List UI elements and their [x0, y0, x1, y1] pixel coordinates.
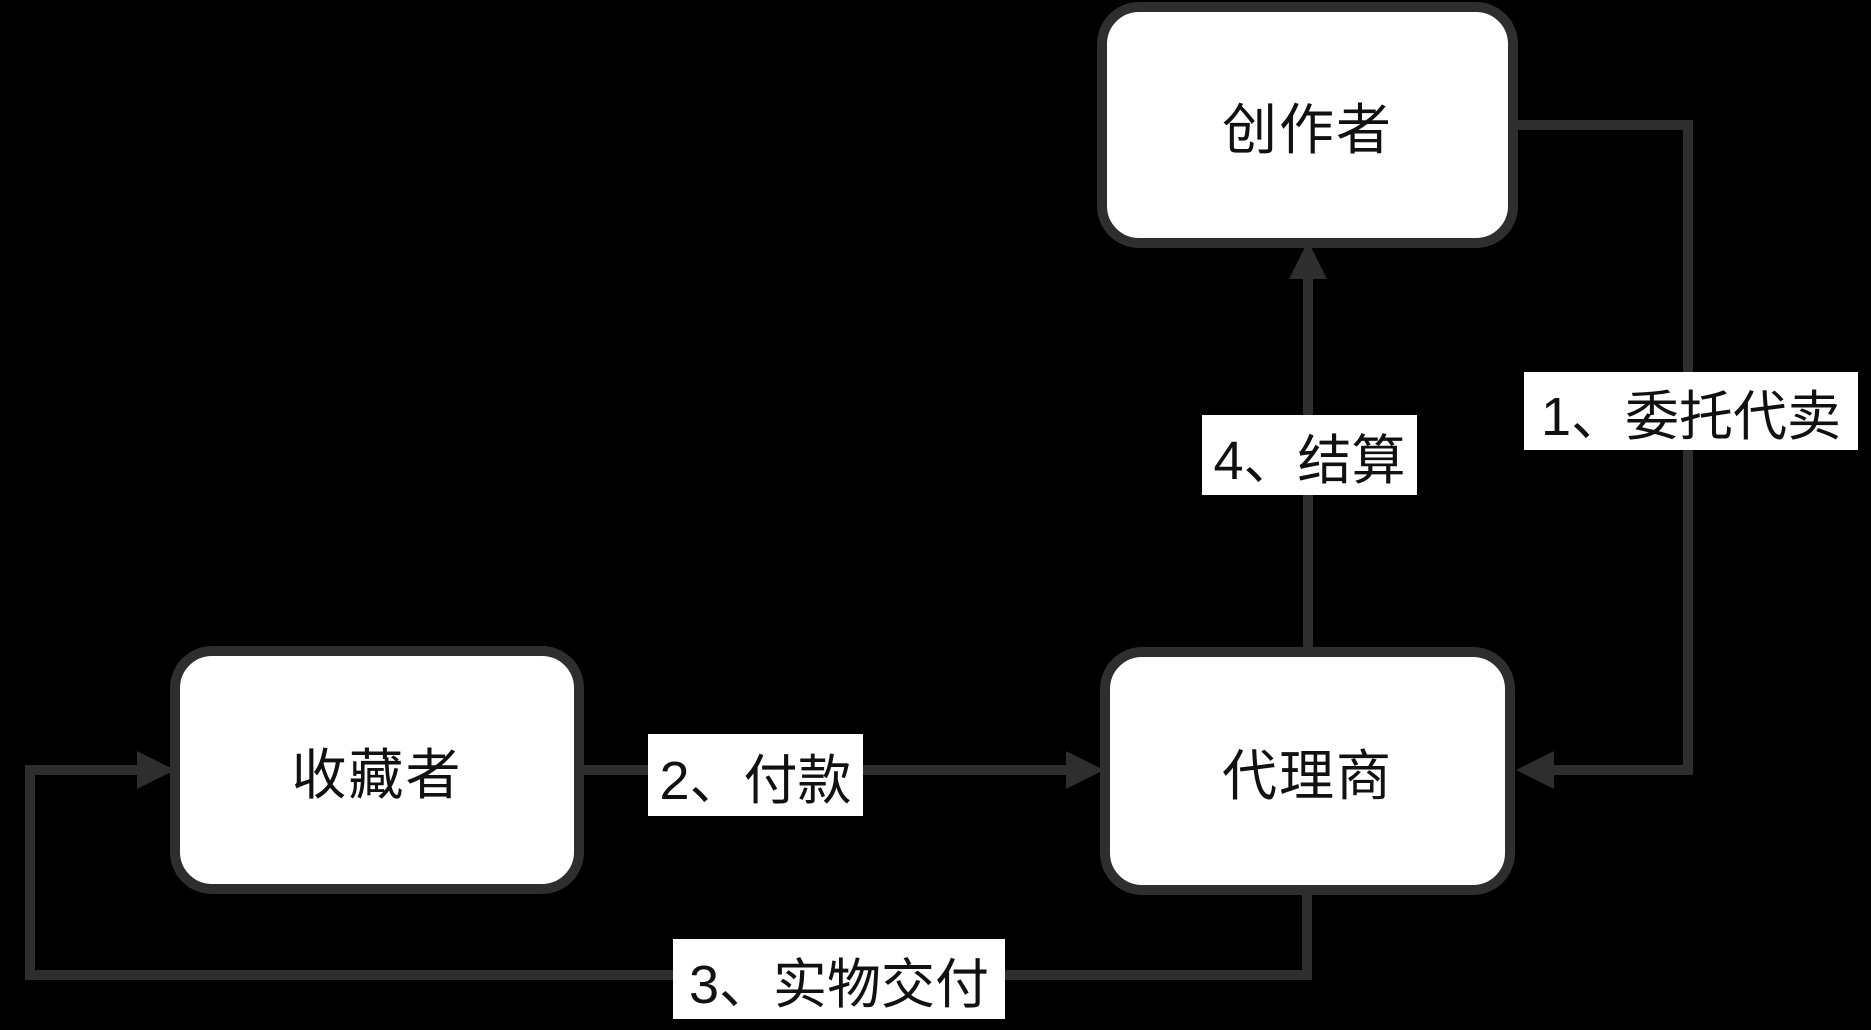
edge-label-payment: 2、付款: [648, 734, 863, 816]
node-agent-label: 代理商: [1221, 745, 1393, 807]
node-collector-label: 收藏者: [291, 744, 463, 806]
edge3-arrowhead-right-icon: [137, 751, 175, 789]
edge-label-settlement: 4、结算: [1202, 415, 1417, 495]
node-collector: 收藏者: [170, 646, 584, 894]
node-creator-label: 创作者: [1221, 99, 1393, 161]
edge1-top-horizontal-segment: [1514, 120, 1693, 130]
node-agent: 代理商: [1100, 647, 1515, 895]
edge-label-consign: 1、委托代卖: [1524, 372, 1858, 450]
edge2-arrowhead-right-icon: [1066, 751, 1104, 789]
edge3-down-vertical-segment: [1302, 893, 1312, 980]
edge-label-physical-delivery: 3、实物交付: [673, 939, 1005, 1019]
edge1-arrowhead-left-icon: [1516, 751, 1554, 789]
edge3-into-collector-segment: [25, 765, 140, 775]
edge1-bottom-horizontal-segment: [1548, 765, 1693, 775]
edge3-bottom-horizontal-segment: [25, 970, 1312, 980]
node-creator: 创作者: [1097, 2, 1518, 248]
edge3-left-vertical-segment: [25, 765, 35, 980]
